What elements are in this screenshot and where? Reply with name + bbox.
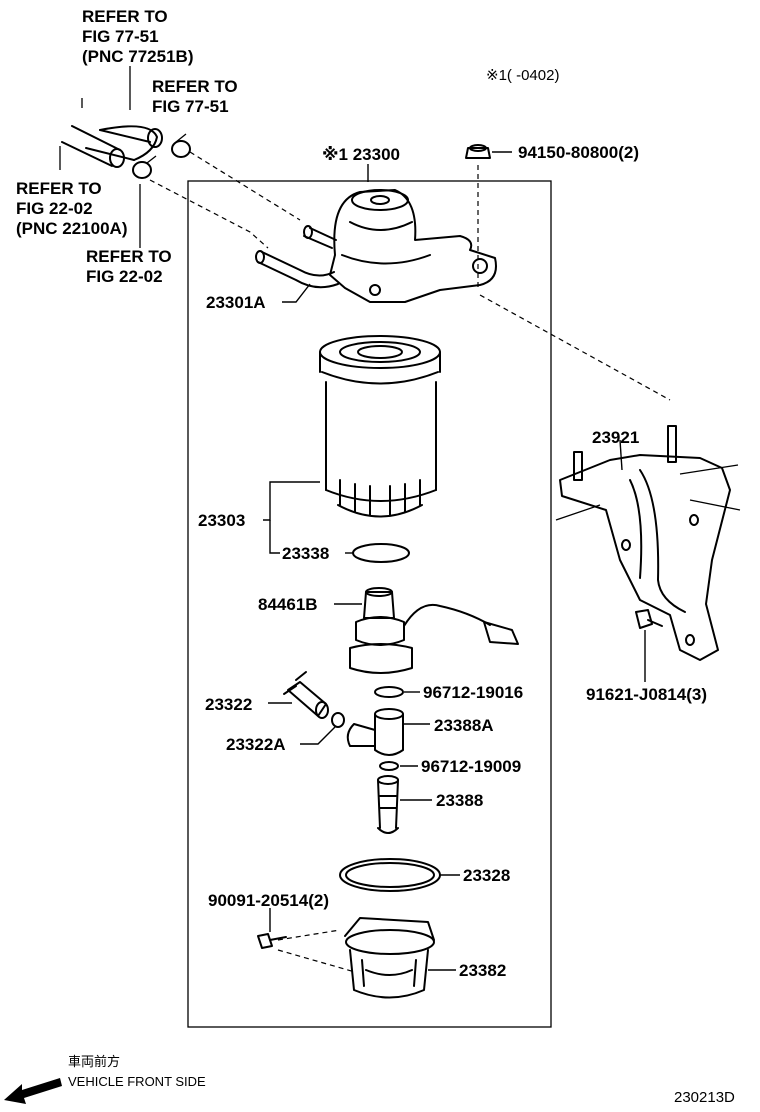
o-ring-96712-19016 <box>374 686 404 698</box>
front-label-en: VEHICLE FRONT SIDE <box>68 1074 206 1089</box>
part-label-23382: 23382 <box>459 961 506 980</box>
part-label-84461b: 84461B <box>258 595 318 614</box>
assembly-frame <box>187 180 552 1028</box>
bolt-94150 <box>465 144 491 159</box>
part-label-23300: ※1 23300 <box>322 145 400 164</box>
ref-2-line-2: FIG 77-51 <box>152 97 229 116</box>
front-arrow-icon <box>4 1078 62 1104</box>
ref-3-line-2: FIG 22-02 <box>16 199 93 218</box>
fuel-pipe-23301a <box>255 250 339 289</box>
part-label-94150-80800: 94150-80800(2) <box>518 143 639 162</box>
part-label-23338: 23338 <box>282 544 329 563</box>
fuel-hoses <box>59 66 163 248</box>
front-label-jp: 車両前方 <box>68 1054 120 1069</box>
bracket-23382 <box>344 917 435 999</box>
valve-23322 <box>283 671 329 719</box>
part-label-91621-j0814: 91621-J0814(3) <box>586 685 707 704</box>
gasket-23328 <box>339 858 441 892</box>
part-label-23322: 23322 <box>205 695 252 714</box>
pipe-23388 <box>377 775 399 834</box>
ref-2-line-1: REFER TO <box>152 77 238 96</box>
ref-label-77-51: REFER TO FIG 77-51 <box>152 77 238 116</box>
ref-1-line-1: REFER TO <box>82 7 168 26</box>
ref-4-line-1: REFER TO <box>86 247 172 266</box>
o-ring-96712-19009 <box>379 761 399 771</box>
bolt-91621 <box>635 609 663 629</box>
ref-1-line-3: (PNC 77251B) <box>82 47 194 66</box>
part-label-96712-19009: 96712-19009 <box>421 757 521 776</box>
part-label-23322a: 23322A <box>226 735 286 754</box>
part-label-96712-19016: 96712-19016 <box>423 683 523 702</box>
ref-label-22-02: REFER TO FIG 22-02 <box>86 247 172 286</box>
leader-lines <box>263 151 646 971</box>
ref-label-22100a: REFER TO FIG 22-02 (PNC 22100A) <box>16 179 128 238</box>
elbow-23388a <box>346 708 404 756</box>
bolt-90091 <box>257 933 287 949</box>
diagram-code: 230213D <box>674 1089 735 1106</box>
part-label-23388a: 23388A <box>434 716 494 735</box>
part-label-23328: 23328 <box>463 866 510 885</box>
assembly-dash-lines <box>149 151 671 973</box>
production-note: ※1( -0402) <box>486 67 559 84</box>
part-label-23303: 23303 <box>198 511 245 530</box>
ref-4-line-2: FIG 22-02 <box>86 267 163 286</box>
mounting-bracket-23921 <box>555 425 741 661</box>
part-label-23921: 23921 <box>592 428 639 447</box>
fuel-filter-head <box>303 189 497 303</box>
o-ring-23322a <box>331 712 345 728</box>
part-label-90091-20514: 90091-20514(2) <box>208 891 329 910</box>
ref-label-77251b: REFER TO FIG 77-51 (PNC 77251B) <box>82 7 194 66</box>
ref-3-line-1: REFER TO <box>16 179 102 198</box>
ref-3-line-3: (PNC 22100A) <box>16 219 128 238</box>
vehicle-front-indicator: 車両前方 VEHICLE FRONT SIDE <box>4 1054 206 1104</box>
part-label-23388: 23388 <box>436 791 483 810</box>
o-ring-23338 <box>352 543 410 563</box>
water-level-sensor <box>349 587 519 674</box>
ref-1-line-2: FIG 77-51 <box>82 27 159 46</box>
fuel-filter-element <box>319 335 441 518</box>
hose-clamps <box>132 133 191 179</box>
part-label-23301a: 23301A <box>206 293 266 312</box>
